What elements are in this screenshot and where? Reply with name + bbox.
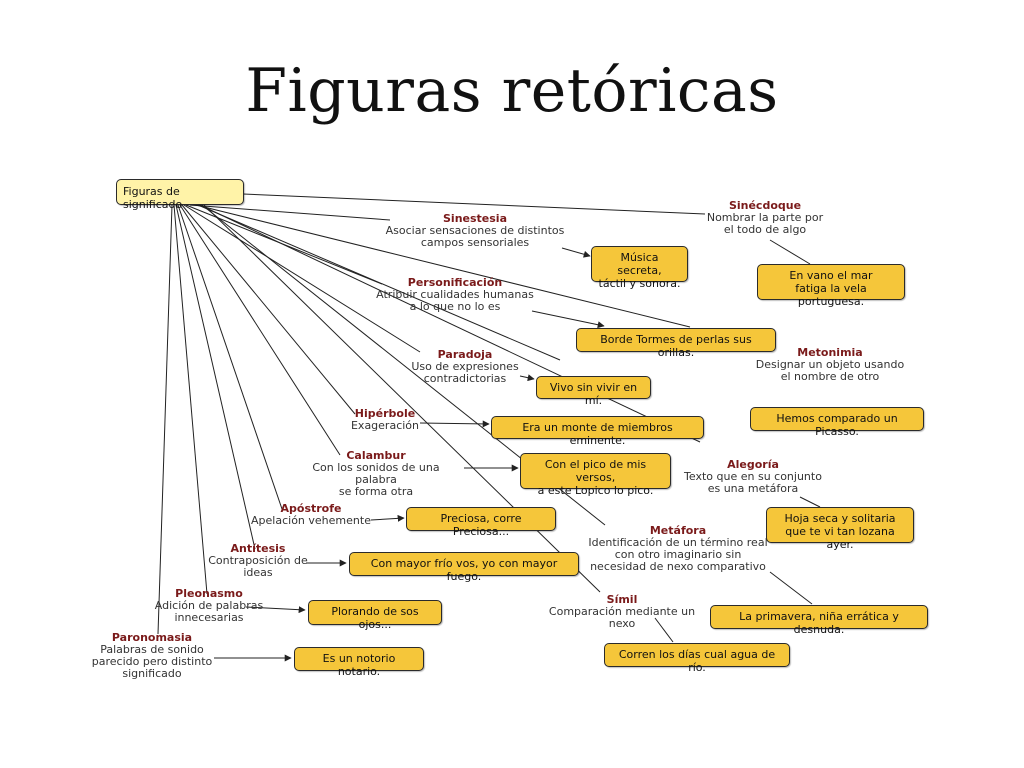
concept-antitesis: Antítesis Contraposición de ideas (206, 543, 310, 579)
example-line: táctil y sonora. (598, 277, 681, 290)
concept-desc: Contraposición de (208, 554, 308, 567)
concept-paradoja: Paradoja Uso de expresiones contradictor… (405, 349, 525, 385)
concept-desc: Uso de expresiones (411, 360, 519, 373)
example-hiperbole: Era un monte de miembros eminente. (491, 416, 704, 447)
example-line: Preciosa, corre Preciosa... (440, 512, 522, 538)
example-line: La primavera, niña errática y desnuda. (739, 610, 899, 636)
concept-simil: Símil Comparación mediante un nexo (534, 594, 710, 630)
concept-name: Pleonasmo (175, 587, 243, 600)
example-calambur: Con el pico de mis versos, a este Lopico… (520, 453, 671, 497)
concept-desc: Identificación de un término real (588, 536, 768, 549)
concept-sinecdoque: Sinécdoque Nombrar la parte por el todo … (690, 200, 840, 236)
concept-paronomasia: Paronomasia Palabras de sonido parecido … (90, 632, 214, 680)
concept-desc: parecido pero distinto (91, 655, 213, 668)
example-line: Hoja seca y solitaria (784, 512, 896, 525)
concept-desc: contradictorias (423, 372, 507, 385)
concept-name: Antítesis (230, 542, 286, 555)
concept-name: Metonimia (797, 346, 863, 359)
concept-name: Paronomasia (111, 631, 193, 644)
concept-desc: ideas (243, 566, 273, 579)
concept-desc: Palabras de sonido (100, 643, 204, 656)
concept-desc: necesidad de nexo comparativo (590, 560, 766, 573)
example-line: Con el pico de mis versos, (544, 458, 647, 484)
example-simil: Corren los días cual agua de río. (604, 643, 790, 674)
example-line: Hemos comparado un Picasso. (776, 412, 898, 438)
concept-desc: el nombre de otro (780, 370, 880, 383)
example-paronomasia: Es un notorio notario. (294, 647, 424, 678)
concept-desc: a lo que no lo es (409, 300, 501, 313)
concept-desc: el todo de algo (723, 223, 807, 236)
example-line: fatiga la vela portuguesa. (795, 282, 867, 308)
example-metonimia: Hemos comparado un Picasso. (750, 407, 924, 438)
concept-desc: Texto que en su conjunto (684, 470, 822, 483)
concept-metonimia: Metonimia Designar un objeto usando el n… (750, 347, 910, 383)
concept-sinestesia: Sinestesia Asociar sensaciones de distin… (380, 213, 570, 249)
example-paradoja: Vivo sin vivir en mí. (536, 376, 651, 407)
concept-name: Sinécdoque (728, 199, 802, 212)
root-label: Figuras de significado (123, 185, 183, 211)
concept-desc: Apelación vehemente (251, 514, 371, 527)
concept-hiperbole: Hipérbole Exageración (340, 408, 430, 432)
concept-calambur: Calambur Con los sonidos de una palabra … (290, 450, 462, 498)
concept-name: Símil (606, 593, 638, 606)
concept-desc: significado (122, 667, 182, 680)
example-line: Con mayor frío vos, yo con mayor fuego. (370, 557, 558, 583)
example-alegoria: Hoja seca y solitaria que te vi tan loza… (766, 507, 914, 551)
concept-desc: Designar un objeto usando (755, 358, 905, 371)
concept-desc: Comparación mediante un nexo (548, 605, 696, 630)
example-personificacion: Borde Tormes de perlas sus orillas. (576, 328, 776, 359)
example-line: Vivo sin vivir en mí. (549, 381, 638, 407)
concept-personificacion: Personificación Atribuir cualidades huma… (370, 277, 540, 313)
concept-desc: Adición de palabras (154, 599, 264, 612)
example-line: Era un monte de miembros eminente. (522, 421, 673, 447)
example-line: Es un notorio notario. (322, 652, 396, 678)
example-line: a este Lopico lo pico. (537, 484, 654, 497)
concept-desc: Con los sonidos de una palabra (312, 461, 440, 486)
concept-metafora: Metáfora Identificación de un término re… (586, 525, 770, 573)
example-pleonasmo: Plorando de sos ojos... (308, 600, 442, 631)
concept-name: Metáfora (649, 524, 707, 537)
concept-pleonasmo: Pleonasmo Adición de palabras innecesari… (152, 588, 266, 624)
concept-desc: Exageración (350, 419, 420, 432)
concept-desc: es una metáfora (707, 482, 799, 495)
example-line: Plorando de sos ojos... (331, 605, 419, 631)
concept-desc: innecesarias (174, 611, 244, 624)
concept-name: Sinestesia (443, 212, 507, 225)
example-line: En vano el mar (789, 269, 873, 282)
concept-desc: Asociar sensaciones de distintos (385, 224, 565, 237)
concept-name: Calambur (346, 449, 406, 462)
concept-desc: campos sensoriales (420, 236, 530, 249)
example-metafora: La primavera, niña errática y desnuda. (710, 605, 928, 636)
concept-name: Hipérbole (354, 407, 416, 420)
concept-name: Paradoja (437, 348, 493, 361)
example-line: Corren los días cual agua de río. (618, 648, 776, 674)
example-line: Música secreta, (617, 251, 662, 277)
root-node: Figuras de significado (116, 179, 244, 211)
concept-apostrofe: Apóstrofe Apelación vehemente (250, 503, 372, 527)
concept-desc: con otro imaginario sin (614, 548, 742, 561)
example-line: Borde Tormes de perlas sus orillas. (600, 333, 752, 359)
example-sinestesia: Música secreta, táctil y sonora. (591, 246, 688, 290)
example-sinecdoque: En vano el mar fatiga la vela portuguesa… (757, 264, 905, 308)
example-line: que te vi tan lozana ayer. (785, 525, 895, 551)
example-antitesis: Con mayor frío vos, yo con mayor fuego. (349, 552, 579, 583)
concept-desc: Atribuir cualidades humanas (376, 288, 534, 301)
example-apostrofe: Preciosa, corre Preciosa... (406, 507, 556, 538)
concept-name: Alegoría (727, 458, 779, 471)
concept-name: Apóstrofe (280, 502, 342, 515)
concept-desc: Nombrar la parte por (706, 211, 824, 224)
slide-title: Figuras retóricas (245, 56, 779, 126)
concept-desc: se forma otra (338, 485, 414, 498)
concept-name: Personificación (407, 276, 503, 289)
concept-alegoria: Alegoría Texto que en su conjunto es una… (680, 459, 826, 495)
